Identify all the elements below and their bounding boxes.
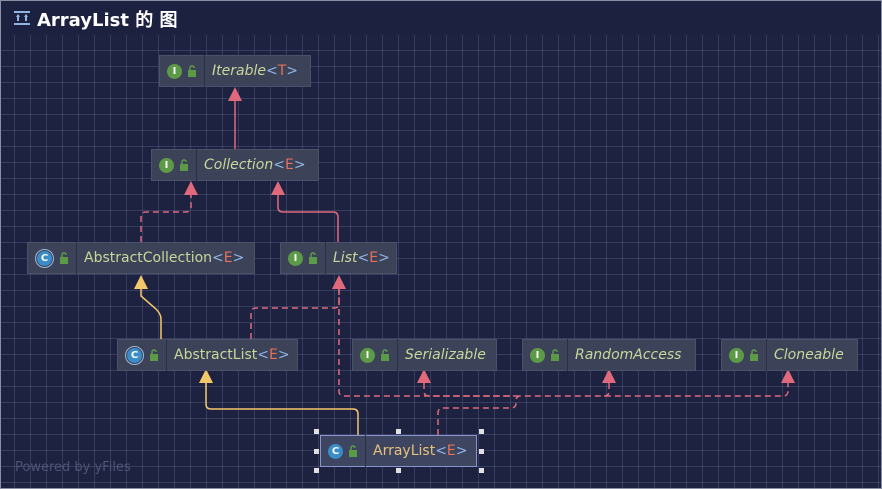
class-name: Collection: [204, 157, 274, 173]
watermark: Powered by yFiles: [15, 460, 131, 475]
arrowhead-randomaccess: [602, 369, 616, 383]
class-name: Serializable: [405, 347, 486, 363]
edge-arraylist-randomaccess: [603, 373, 610, 397]
interface-badge-icon: I: [360, 347, 375, 363]
lock-open-icon: [349, 445, 357, 457]
interface-badge-icon: I: [288, 250, 303, 266]
edge-arraylist-list: [338, 279, 513, 397]
lock-open-icon: [60, 252, 68, 264]
arrowhead-cloneable: [781, 369, 795, 383]
node-array-list[interactable]: C ArrayList<E>: [320, 435, 477, 467]
arrowhead-abstractcollection: [134, 275, 148, 289]
edge-abstractlist-list: [250, 279, 340, 339]
edge-arraylist-serializable: [423, 373, 521, 397]
class-name: AbstractList: [174, 347, 258, 363]
node-cloneable[interactable]: I Cloneable: [721, 339, 858, 371]
lock-open-icon: [551, 349, 559, 361]
lock-open-icon: [381, 349, 389, 361]
lock-open-icon: [750, 349, 758, 361]
lock-open-icon: [309, 252, 317, 264]
class-name: List: [333, 250, 358, 266]
node-list[interactable]: I List<E>: [280, 242, 397, 274]
class-name: Cloneable: [774, 347, 844, 363]
arrowhead-serializable: [417, 369, 431, 383]
resize-handle-right[interactable]: [479, 449, 484, 454]
edge-abstractcollection-collection: [140, 185, 192, 242]
resize-handle-bottom-center[interactable]: [396, 468, 401, 473]
node-iterable[interactable]: I Iterable<T>: [159, 55, 311, 87]
type-param: E: [446, 443, 456, 459]
edge-arraylist-abstractlist: [205, 373, 359, 435]
arrowhead-collection-left: [184, 181, 198, 195]
arrowhead-iterable: [228, 87, 242, 101]
lock-open-icon: [150, 349, 158, 361]
class-name: RandomAccess: [575, 347, 682, 363]
edge-abstractlist-abstractcollection: [140, 279, 162, 339]
node-abstract-collection[interactable]: C AbstractCollection<E>: [27, 242, 255, 274]
diagram-icon: [14, 11, 30, 25]
resize-handle-top-center[interactable]: [396, 429, 401, 434]
edge-list-collection: [277, 185, 339, 242]
abstract-class-badge-icon: C: [37, 250, 52, 266]
interface-badge-icon: I: [167, 63, 182, 79]
class-name: AbstractCollection: [84, 250, 213, 266]
resize-handle-top-left[interactable]: [314, 429, 319, 434]
interface-badge-icon: I: [159, 157, 174, 173]
class-badge-icon: C: [328, 443, 343, 459]
node-serializable[interactable]: I Serializable: [352, 339, 497, 371]
type-param: T: [277, 63, 287, 79]
interface-badge-icon: I: [530, 347, 545, 363]
lock-open-icon: [188, 65, 196, 77]
arrowhead-list: [332, 275, 346, 289]
node-random-access[interactable]: I RandomAccess: [522, 339, 696, 371]
type-param: E: [223, 250, 233, 266]
lock-open-icon: [180, 159, 188, 171]
class-name: ArrayList: [373, 443, 436, 459]
type-param: E: [369, 250, 379, 266]
node-abstract-list[interactable]: C AbstractList<E>: [117, 339, 298, 371]
resize-handle-top-right[interactable]: [479, 429, 484, 434]
abstract-class-badge-icon: C: [127, 347, 142, 363]
class-name: Iterable: [212, 63, 266, 79]
arrowhead-abstractlist: [199, 369, 213, 383]
node-collection[interactable]: I Collection<E>: [151, 149, 319, 181]
type-param: E: [268, 347, 278, 363]
interface-badge-icon: I: [729, 347, 744, 363]
edge-arraylist-interfaces: [437, 373, 789, 435]
diagram-title: ArrayList 的 图: [37, 10, 178, 31]
resize-handle-left[interactable]: [314, 449, 319, 454]
resize-handle-bottom-right[interactable]: [479, 468, 484, 473]
arrowhead-collection-right: [271, 181, 285, 195]
resize-handle-bottom-left[interactable]: [314, 468, 319, 473]
title-bar: ArrayList 的 图: [1, 1, 881, 35]
type-param: E: [284, 157, 294, 173]
